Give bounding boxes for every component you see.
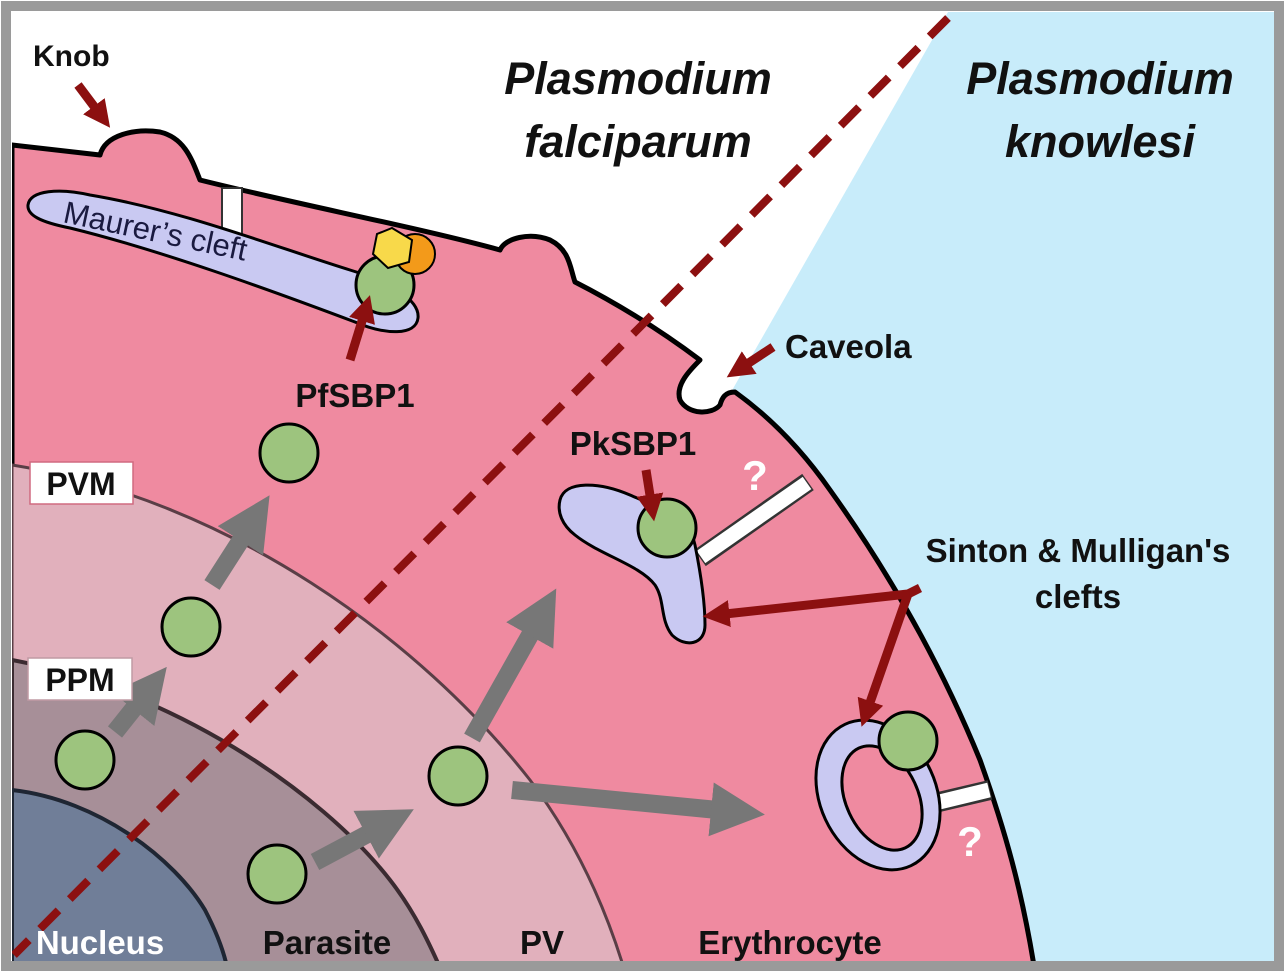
pk-title-line2: knowlesi — [1005, 116, 1197, 167]
pfsbp1-label: PfSBP1 — [295, 377, 414, 414]
pf-title-line2: falciparum — [524, 116, 752, 167]
pf-title-line1: Plasmodium — [504, 53, 772, 104]
pv-label: PV — [520, 924, 564, 961]
pksbp1-arrow — [646, 470, 652, 508]
knob-label: Knob — [33, 40, 110, 73]
question-mark-1: ? — [742, 452, 768, 499]
question-mark-2: ? — [957, 818, 983, 865]
ppm-label: PPM — [45, 662, 114, 698]
vesicle-pvm — [260, 424, 318, 482]
nucleus-label: Nucleus — [36, 924, 164, 961]
sinton-label-line2: clefts — [1035, 578, 1121, 615]
ppm-box: PPM — [28, 658, 132, 700]
caveola-label: Caveola — [785, 328, 912, 365]
erythrocyte-label: Erythrocyte — [698, 924, 881, 961]
sinton-label-line1: Sinton & Mulligan's — [926, 532, 1231, 569]
vesicle-parasite-1 — [56, 731, 114, 789]
vesicle-ring-cleft — [879, 712, 937, 770]
vesicle-parasite-2 — [248, 845, 306, 903]
vesicle-pv-2 — [429, 747, 487, 805]
pvm-box: PVM — [30, 462, 133, 504]
vesicle-pv — [162, 598, 220, 656]
vesicle-pk-cleft — [638, 499, 696, 557]
pvm-label: PVM — [46, 466, 115, 502]
pk-title-line1: Plasmodium — [966, 53, 1234, 104]
parasite-label: Parasite — [263, 924, 391, 961]
pksbp1-label: PkSBP1 — [570, 425, 697, 462]
